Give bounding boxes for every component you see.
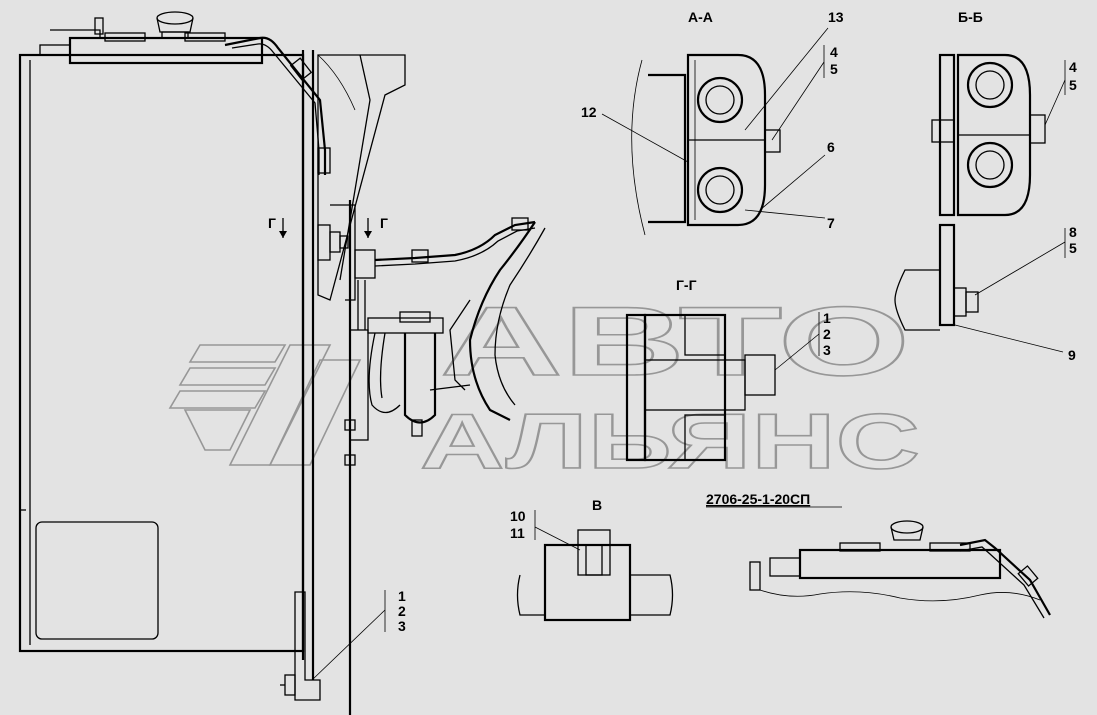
- tank-top-cover: [68, 36, 264, 65]
- section-bb-title: Б-Б: [958, 9, 983, 25]
- fuel-filter: [344, 311, 444, 466]
- section-cut-right: Г: [364, 215, 388, 238]
- callout-bb-4: 4: [1069, 59, 1077, 75]
- callout-gg-2: 2: [823, 326, 831, 342]
- callout-main-1: 1: [398, 588, 406, 604]
- filler-cap-icon: [156, 11, 194, 39]
- section-gg: Г-Г 1 2 3: [625, 277, 831, 462]
- fuel-line: [374, 220, 536, 262]
- watermark-line2: АЛЬЯНС: [420, 397, 920, 485]
- watermark: АВТО АЛЬЯНС: [168, 285, 921, 486]
- small-tank-view: [749, 520, 1051, 619]
- shroud: [468, 221, 536, 421]
- small-filler-cap-icon: [890, 520, 924, 541]
- section-v-title: В: [592, 497, 602, 513]
- section-aa-title: А-А: [688, 9, 713, 25]
- section-cut-left: Г: [268, 215, 287, 238]
- callout-11: 11: [510, 525, 525, 541]
- section-v: В 10 11: [510, 497, 674, 622]
- drawing-code: 2706-25-1-20СП: [706, 491, 810, 507]
- callout-main-3: 3: [398, 618, 406, 634]
- callout-bb-5: 5: [1069, 77, 1077, 93]
- top-bracket: [317, 54, 406, 301]
- callout-6: 6: [827, 139, 835, 155]
- tank-hatch: [35, 521, 159, 640]
- main-view: 1 2 3 Г Г: [18, 11, 546, 715]
- callout-main-2: 2: [398, 603, 406, 619]
- callout-12: 12: [581, 104, 597, 120]
- callout-gg-1: 1: [823, 310, 831, 326]
- section-bb: Б-Б 4 5: [931, 9, 1077, 217]
- section-gg-title: Г-Г: [676, 277, 697, 293]
- tank-body: [18, 53, 305, 653]
- callout-7: 7: [827, 215, 835, 231]
- callout-8: 8: [1069, 224, 1077, 240]
- callout-aa-4: 4: [830, 44, 838, 60]
- callout-10: 10: [510, 508, 526, 524]
- callout-aa-5: 5: [830, 61, 838, 77]
- watermark-line1: АВТО: [440, 286, 910, 396]
- callout-gg-3: 3: [823, 342, 831, 358]
- detail-bolt: 8 5 9: [894, 223, 1077, 363]
- callout-9: 9: [1068, 347, 1076, 363]
- svg-text:Г: Г: [380, 215, 388, 231]
- section-aa: А-А 13 12 4 5 6 7: [581, 9, 844, 236]
- bottom-bracket: [294, 591, 321, 701]
- svg-text:Г: Г: [268, 215, 276, 231]
- callout-13: 13: [828, 9, 844, 25]
- vent-pipe: [224, 36, 327, 175]
- watermark-logo-icon: [168, 344, 362, 466]
- callout-8-5: 5: [1069, 240, 1077, 256]
